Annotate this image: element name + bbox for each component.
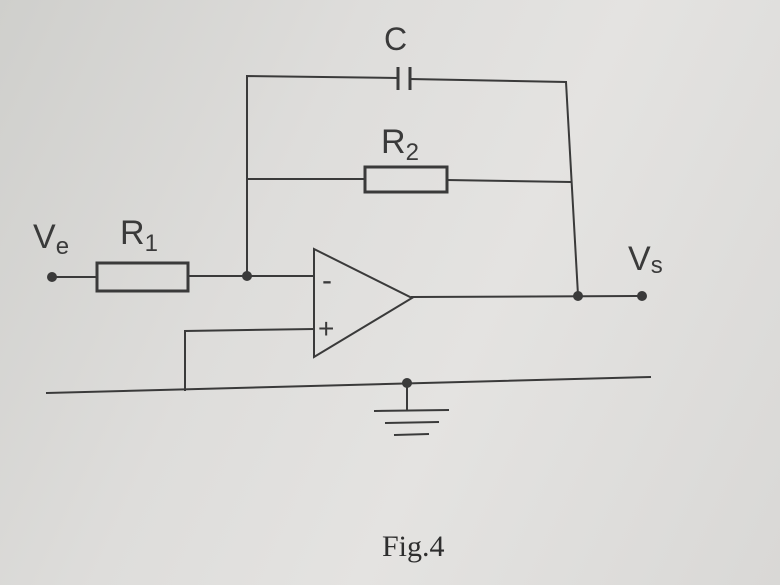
- inverting-input-sign: -: [322, 264, 332, 297]
- vs-label-sub: s: [651, 252, 663, 279]
- capacitor-label: C: [384, 21, 407, 57]
- ve-label-sub: e: [56, 233, 69, 260]
- ve-label: Ve: [33, 218, 69, 260]
- capacitor-left-wire: [246, 74, 400, 276]
- vs-label-main: V: [628, 240, 651, 278]
- capacitor-right-wire: [408, 77, 580, 297]
- r1-label-sub: 1: [145, 230, 158, 257]
- non-inverting-input-sign: +: [318, 313, 334, 344]
- op-amp-triangle: [313, 247, 415, 359]
- ground-icon: [373, 408, 450, 437]
- output-node-dot: [573, 291, 583, 301]
- ground-branch: [45, 327, 652, 437]
- resistor-r1: [95, 261, 190, 293]
- r2-label: R2: [381, 123, 419, 166]
- r2-branch: R2: [246, 123, 572, 194]
- output-wire: [410, 294, 644, 299]
- resistor-r2: [363, 165, 449, 194]
- r2-label-main: R: [381, 123, 406, 161]
- vs-terminal-dot: [637, 291, 647, 301]
- non-inverting-to-ground-wire: [184, 327, 316, 391]
- ve-label-main: V: [33, 218, 56, 256]
- capacitor-branch: C: [246, 21, 580, 297]
- figure-caption: Fig.4: [382, 530, 445, 563]
- ground-rail: [45, 375, 652, 395]
- r2-right-wire: [445, 178, 572, 184]
- op-amp: - +: [313, 247, 415, 359]
- output-branch: Vs: [410, 240, 663, 301]
- r1-label: R1: [120, 214, 158, 257]
- input-branch: Ve R1: [33, 214, 315, 293]
- r2-label-sub: 2: [406, 139, 419, 166]
- vs-label: Vs: [628, 240, 663, 279]
- inverting-node-dot: [242, 271, 252, 281]
- r1-label-main: R: [120, 214, 145, 252]
